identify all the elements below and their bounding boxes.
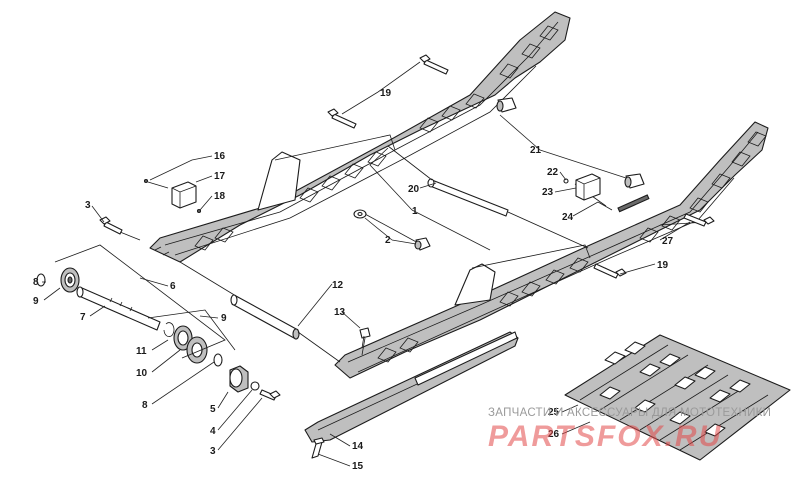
bolt-19-upper [419,54,449,75]
callout-6: 6 [170,281,176,292]
callout-9-left: 9 [33,296,39,307]
slide-block-17 [171,181,197,209]
callout-13: 13 [334,307,346,318]
callout-26: 26 [548,429,560,440]
callout-22: 22 [547,167,559,178]
callout-21: 21 [530,145,542,156]
bolt-27 [683,213,715,227]
callout-labels: 16 17 18 3 19 20 1 2 21 22 23 24 27 19 8… [33,88,674,472]
callout-19-upper: 19 [380,88,392,99]
callout-16: 16 [214,151,226,162]
left-rail-lower [334,121,769,379]
callout-18: 18 [214,191,226,202]
callout-19-lower: 19 [657,260,669,271]
pin-16 [147,181,169,189]
bolt-3-upper [99,216,123,235]
right-rail-upper [149,11,571,263]
callout-8-upper: 8 [33,277,39,288]
watermark-brand: PARTSFOX.RU [488,420,722,453]
washer-2-a-hole [357,211,363,217]
callout-25: 25 [548,407,560,418]
callout-9-right: 9 [221,313,227,324]
callout-4: 4 [210,426,216,437]
callout-23: 23 [542,187,554,198]
bolt-13 [359,327,371,349]
watermark: ЗАПЧАСТИ И АКСЕССУАРЫ ДЛЯ МОТОТЕХНИКИ PA… [488,407,771,453]
callout-3-lower: 3 [210,446,216,457]
callout-12: 12 [332,280,344,291]
screw-24 [597,201,613,211]
cross-shaft-20 [427,178,509,217]
track-section [564,334,791,461]
callout-27: 27 [662,236,674,247]
callout-7: 7 [80,312,86,323]
callout-17: 17 [214,171,226,182]
callout-8-lower: 8 [142,400,148,411]
pin-16-head [143,178,149,184]
bushing-21-a [496,97,517,113]
callout-3-upper: 3 [85,200,91,211]
callout-11: 11 [136,346,147,357]
callout-10: 10 [136,368,148,379]
watermark-tagline: ЗАПЧАСТИ И АКСЕССУАРЫ ДЛЯ МОТОТЕХНИКИ [488,407,771,419]
bolt-15 [311,437,325,459]
cross-shaft-12 [230,294,300,340]
nut-22 [563,178,569,184]
bushing-21-b [624,173,645,189]
callout-5: 5 [210,404,216,415]
rear-axle-7 [76,286,161,331]
spacer-2-b [414,237,431,251]
screw-18 [196,208,202,214]
callout-1: 1 [412,206,418,217]
leader-lines [42,61,691,467]
slide-block-23 [575,173,601,201]
callout-2: 2 [385,235,391,246]
callout-15: 15 [352,461,364,472]
bolt-19-lower [593,263,627,279]
callout-20: 20 [408,184,420,195]
callout-24: 24 [562,212,574,223]
bolt-19-mid [327,108,357,129]
callout-14: 14 [352,441,364,452]
group-brackets [54,244,236,359]
wheel-assembly [36,267,281,401]
